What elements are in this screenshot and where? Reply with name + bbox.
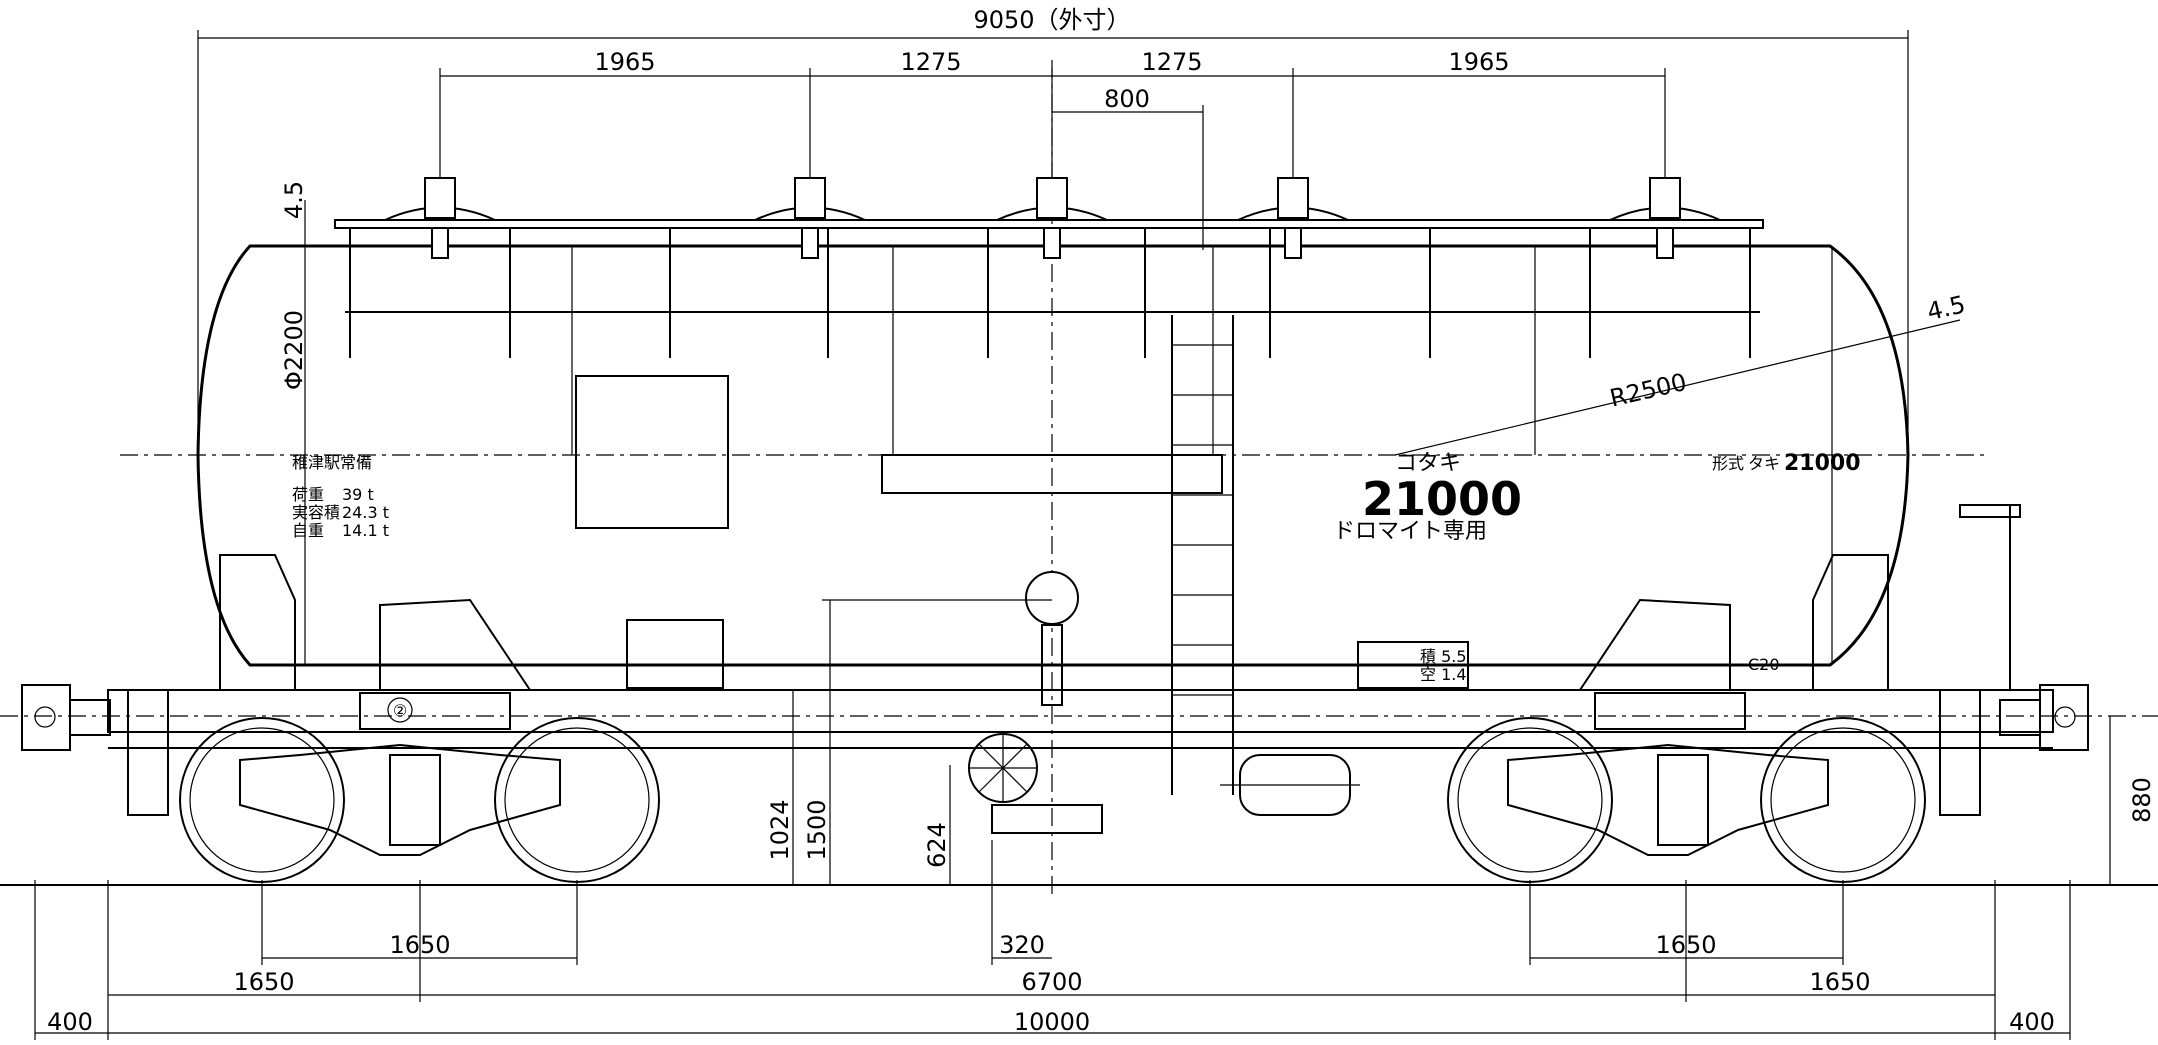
saddle-right	[1579, 598, 1731, 691]
radius-leader	[1394, 319, 1961, 456]
model-label: 形式	[1712, 454, 1744, 473]
bogie-right	[1447, 717, 1926, 883]
label-shell-thickness: 4.5	[280, 181, 308, 219]
capacity-value: 24.3 t	[342, 503, 389, 522]
label-overall-length: 9050（外寸）	[973, 6, 1130, 34]
label-height-1500: 1500	[803, 799, 831, 860]
track-code-loaded: 積 5.5	[1420, 647, 1467, 666]
dim-outlet-width	[991, 840, 1052, 965]
bogie-mark: ②	[393, 701, 407, 720]
bogie-left	[179, 717, 660, 883]
track-code-plate	[1357, 641, 1469, 689]
label-spacing-2: 1275	[900, 48, 961, 76]
home-station-mark: 稚津駅常備	[292, 453, 372, 472]
coupler-left	[21, 684, 111, 751]
label-overhang-right: 1650	[1809, 968, 1870, 996]
label-shell-diameter: Φ2200	[280, 310, 308, 390]
label-hatch-offset: 800	[1104, 85, 1150, 113]
bogie-mark-circle	[387, 697, 413, 723]
label-total-length: 10000	[1014, 1008, 1090, 1036]
track-code-empty: 空 1.4	[1420, 665, 1467, 684]
cargo-mark: ドロマイト専用	[1333, 519, 1487, 544]
label-bogie-centers: 6700	[1021, 968, 1082, 996]
label-height-1024: 1024	[766, 799, 794, 860]
tare-label: 自重	[292, 521, 324, 540]
label-coupler-left: 400	[47, 1008, 93, 1036]
center-sill	[107, 689, 2054, 733]
brake-wheel-right	[1959, 504, 2021, 690]
dim-overall-length	[197, 30, 1909, 440]
label-spacing-3: 1275	[1141, 48, 1202, 76]
coupler-right	[1999, 684, 2089, 751]
dim-vertical-left	[792, 599, 1052, 885]
handrail-top	[334, 219, 1764, 229]
type-katakana: コタキ	[1395, 451, 1461, 476]
end-step-left	[127, 689, 169, 816]
model-number: 21000	[1784, 451, 1861, 476]
label-coupler-right: 400	[2009, 1008, 2055, 1036]
inspection-mark: C20	[1748, 655, 1780, 674]
type-number: 21000	[1362, 472, 1522, 526]
hatch-4	[1237, 177, 1349, 259]
label-end-thickness: 4.5	[1924, 290, 1967, 326]
reinforcement-band	[881, 454, 1223, 494]
label-spacing-1: 1965	[594, 48, 655, 76]
hatch-2	[754, 177, 866, 259]
tool-box	[626, 619, 724, 689]
model-prefix: タキ	[1748, 454, 1780, 473]
bolster-plate-right	[1594, 692, 1746, 730]
tare-value: 14.1 t	[342, 521, 389, 540]
capacity-label: 実容積	[292, 503, 340, 522]
end-handrail-right	[1812, 554, 1889, 690]
dim-shell-diameter	[290, 200, 340, 666]
saddle-left	[379, 598, 531, 691]
end-step-right	[1939, 689, 1981, 816]
hatch-3	[996, 177, 1108, 259]
dim-bogie-centers	[107, 880, 1996, 1040]
end-handrail-left	[219, 554, 296, 690]
label-outlet-width: 320	[999, 931, 1045, 959]
tank-shell	[196, 244, 1910, 667]
load-label: 荷重	[292, 485, 324, 504]
discharge-valve	[968, 571, 1103, 834]
ladder	[1171, 315, 1234, 795]
dim-tank-spacing	[439, 68, 1666, 178]
hatch-5	[1609, 177, 1721, 259]
dim-total-length	[34, 880, 2071, 1040]
dim-hatch-offset	[1052, 105, 1204, 250]
load-value: 39 t	[342, 485, 374, 504]
hatch-1	[384, 177, 496, 259]
label-spacing-4: 1965	[1448, 48, 1509, 76]
bolster-plate-left	[359, 692, 511, 730]
label-overhang-left: 1650	[233, 968, 294, 996]
label-height-880: 880	[2128, 777, 2156, 823]
placard-board	[575, 375, 729, 529]
label-height-624: 624	[923, 822, 951, 868]
label-end-radius: R2500	[1607, 368, 1689, 413]
handrail-posts	[349, 228, 1751, 358]
